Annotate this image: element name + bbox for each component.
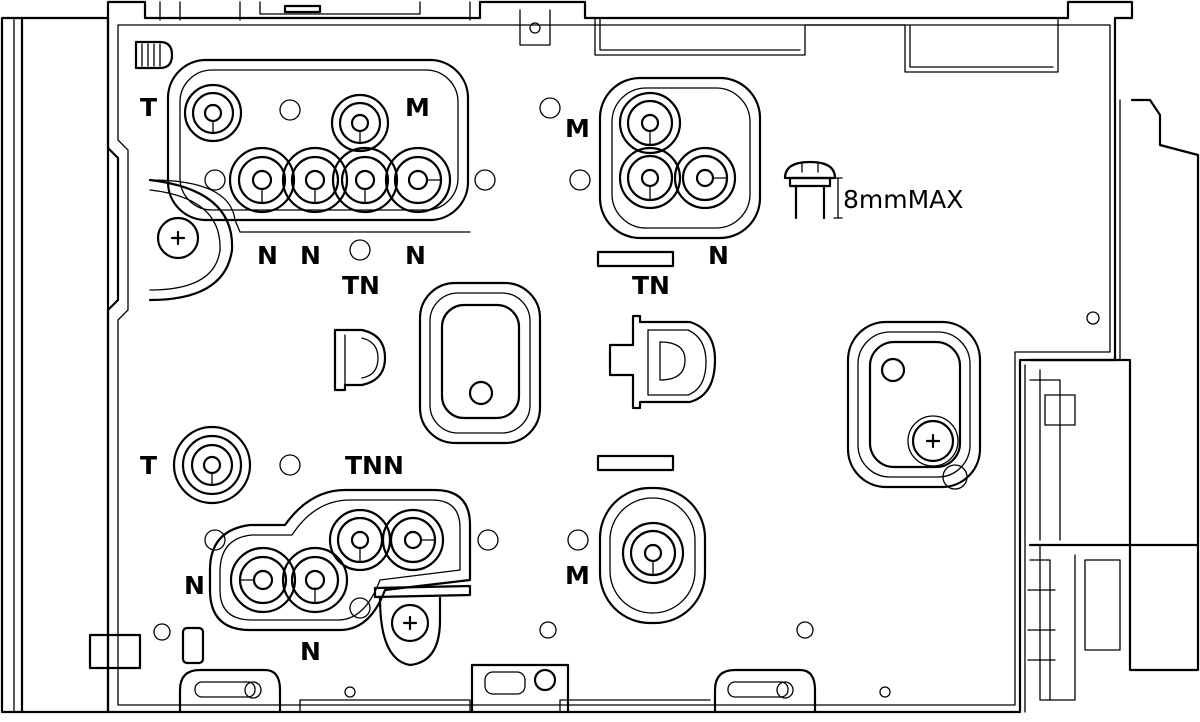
label-tn-left: TN [342, 271, 380, 300]
center-window [418, 281, 542, 445]
right-window [846, 311, 1100, 490]
labels: T M N N N TN M TN N T TNN N M N 8mmMAX [140, 93, 963, 666]
label-tnn: TNN [345, 451, 404, 480]
label-screw-max: 8mmMAX [843, 185, 963, 214]
stripe-marker [134, 40, 174, 70]
terminal-group-lower-left [204, 488, 499, 632]
label-t-top: T [140, 93, 157, 122]
latch-left [333, 328, 387, 392]
terminal-t-mid [172, 425, 301, 505]
latch-right [608, 314, 717, 410]
label-m-top-right: M [565, 114, 590, 143]
top-ribs [159, 1, 1059, 73]
left-housing-rail [0, 16, 110, 714]
hole [279, 99, 301, 121]
terminal-row-n [228, 146, 452, 214]
slots [596, 250, 675, 472]
terminal-group-top-left [149, 58, 496, 233]
bottom-features [88, 621, 891, 714]
label-n-low-left: N [184, 571, 205, 600]
label-t-mid: T [140, 451, 157, 480]
label-tn-right: TN [632, 271, 670, 300]
label-m-top-left: M [405, 93, 430, 122]
hole [349, 239, 371, 261]
label-n-right: N [708, 241, 729, 270]
right-housing-block [1019, 98, 1200, 713]
screw-size-icon [783, 160, 843, 220]
screw-left [148, 178, 234, 302]
screw-lower [378, 596, 442, 667]
main-plate-outline [106, 0, 1134, 714]
terminal-m-top [330, 93, 390, 153]
label-n3: N [405, 241, 426, 270]
label-n-bottom: N [300, 637, 321, 666]
label-m-low: M [565, 561, 590, 590]
label-n2: N [300, 241, 321, 270]
terminal-m-lower [567, 486, 707, 625]
label-n1: N [257, 241, 278, 270]
terminal-t-top [183, 83, 243, 143]
terminal-group-top-right [539, 76, 762, 240]
